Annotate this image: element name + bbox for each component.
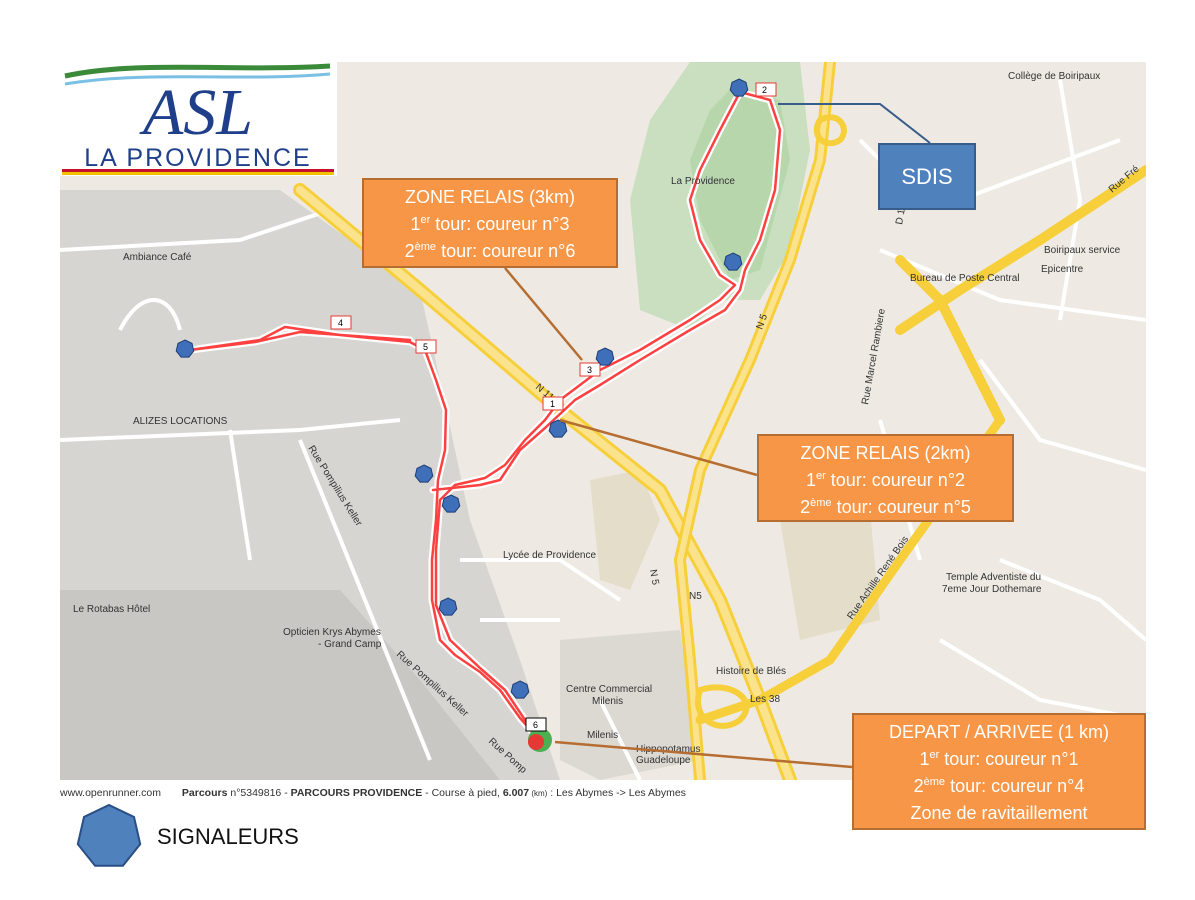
checkpoint-2-flag[interactable]: 2 [755, 82, 777, 97]
label-hippo-2: Guadeloupe [636, 755, 691, 766]
checkpoint-1-flag[interactable]: 1 [542, 396, 564, 411]
callout-lap1: 1er tour: coureur n°3 [410, 214, 570, 234]
callout-lap1: 1er tour: coureur n°2 [805, 470, 966, 490]
signaleur-marker-icon[interactable] [729, 78, 749, 97]
logo-graphic: ASL LA PROVIDENCE [62, 63, 334, 175]
sdis-label: SDIS [878, 143, 976, 210]
signaleur-marker-icon[interactable] [548, 419, 568, 438]
label-alizes: ALIZES LOCATIONS [133, 416, 228, 427]
airport-runway [60, 590, 500, 780]
label-ambiance-cafe: Ambiance Café [123, 252, 192, 263]
callout-extra: Zone de ravitaillement [910, 803, 1088, 823]
leader-line-relay-3km [504, 267, 583, 361]
major-roads [293, 62, 1146, 780]
callout-lap2: 2ème tour: coureur n°4 [913, 776, 1085, 796]
road-n5-a: N 5 [754, 312, 770, 331]
label-centre-1: Centre Commercial [566, 684, 652, 695]
checkpoint-5-flag[interactable]: 5 [415, 339, 437, 354]
footer-parcours-num: n°5349816 - [227, 787, 291, 799]
callout-relay-2km: ZONE RELAIS (2km) 1er tour: coureur n°2 … [757, 434, 1014, 522]
label-epicentre: Epicentre [1041, 264, 1084, 275]
label-centre-2: Milenis [592, 696, 623, 707]
callout-title: ZONE RELAIS (2km) [800, 443, 971, 463]
finish-marker-icon[interactable] [528, 734, 544, 750]
label-opticien-2: - Grand Camp [318, 639, 382, 650]
checkpoint-4-flag[interactable]: 4 [330, 315, 352, 330]
callout-relay-3km: ZONE RELAIS (3km) 1er tour: coureur n°3 … [362, 178, 618, 268]
leader-line-start [554, 740, 853, 769]
label-poste: Bureau de Poste Central [910, 273, 1020, 284]
commercial-zone [560, 630, 700, 780]
callout-lap2: 2ème tour: coureur n°6 [404, 241, 576, 261]
footer-parcours-desc: - Course à pied, [422, 787, 503, 799]
checkpoints: 1 2 3 4 5 [330, 82, 777, 732]
callout-start-finish: DEPART / ARRIVEE (1 km) 1er tour: coureu… [852, 713, 1146, 830]
logo-subtitle: LA PROVIDENCE [84, 144, 311, 172]
signaleur-marker-icon[interactable] [438, 597, 458, 616]
label-college: Collège de Boiripaux [1008, 71, 1100, 82]
checkpoint-3-flag[interactable]: 3 [579, 362, 601, 377]
label-lycee: Lycée de Providence [503, 550, 596, 561]
footer-parcours-label: Parcours [181, 787, 228, 799]
footer-unit: (km) [529, 789, 548, 798]
svg-text:6: 6 [533, 720, 538, 730]
map-footer: www.openrunner.com Parcours n°5349816 - … [60, 787, 686, 799]
race-route [186, 88, 784, 739]
logo-title: ASL [139, 76, 253, 149]
label-opticien-1: Opticien Krys Abymes [283, 627, 381, 638]
road-n5-b: N 5 [647, 569, 661, 587]
svg-text:3: 3 [587, 365, 592, 375]
callout-title: DEPART / ARRIVEE (1 km) [888, 722, 1110, 742]
label-hippo-1: Hippopotamus [636, 744, 700, 755]
svg-text:1: 1 [550, 399, 555, 409]
asl-logo: ASL LA PROVIDENCE [60, 62, 337, 176]
signaleur-marker-icon[interactable] [510, 680, 530, 699]
svg-text:2: 2 [762, 85, 767, 95]
callout-lap2: 2ème tour: coureur n°5 [800, 497, 971, 517]
label-boiripaux-service: Boiripaux service [1044, 245, 1121, 256]
legend-signaleur-icon [76, 803, 142, 867]
label-milenis: Milenis [587, 730, 618, 741]
footer-parcours-name: PARCOURS PROVIDENCE [290, 787, 423, 799]
road-n5-shield: N5 [689, 591, 702, 602]
signaleur-marker-icon[interactable] [441, 494, 461, 513]
signaleur-marker-icon[interactable] [595, 347, 615, 366]
signaleur-marker-icon[interactable] [723, 252, 743, 271]
signaleur-markers [175, 78, 749, 699]
callout-title: ZONE RELAIS (3km) [404, 187, 576, 207]
checkpoint-6-flag[interactable]: 6 [525, 717, 547, 732]
signaleur-marker-icon[interactable] [175, 339, 195, 358]
footer-distance: 6.007 [502, 787, 530, 799]
leader-line-relay-2km [559, 418, 758, 477]
leader-lines [504, 103, 931, 769]
leader-line-sdis [778, 103, 931, 144]
building-block [780, 510, 880, 640]
building-block [590, 470, 660, 590]
label-temple-1: Temple Adventiste du [946, 572, 1041, 583]
label-les38: Les 38 [750, 694, 780, 705]
legend-label: SIGNALEURS [157, 824, 299, 849]
label-histoire: Histoire de Blés [716, 666, 786, 677]
signaleur-marker-icon[interactable] [414, 464, 434, 483]
label-temple-2: 7eme Jour Dothemare [942, 584, 1042, 595]
footer-site[interactable]: www.openrunner.com [60, 787, 161, 799]
footer-route: : Les Abymes -> Les Abymes [547, 787, 686, 799]
label-rotabas: Le Rotabas Hôtel [73, 604, 150, 615]
svg-text:4: 4 [338, 318, 343, 328]
place-labels: Collège de Boiripaux La Providence Ambia… [73, 71, 1121, 766]
callout-lap1: 1er tour: coureur n°1 [919, 749, 1079, 769]
svg-text:5: 5 [423, 342, 428, 352]
label-la-providence: La Providence [671, 176, 735, 187]
